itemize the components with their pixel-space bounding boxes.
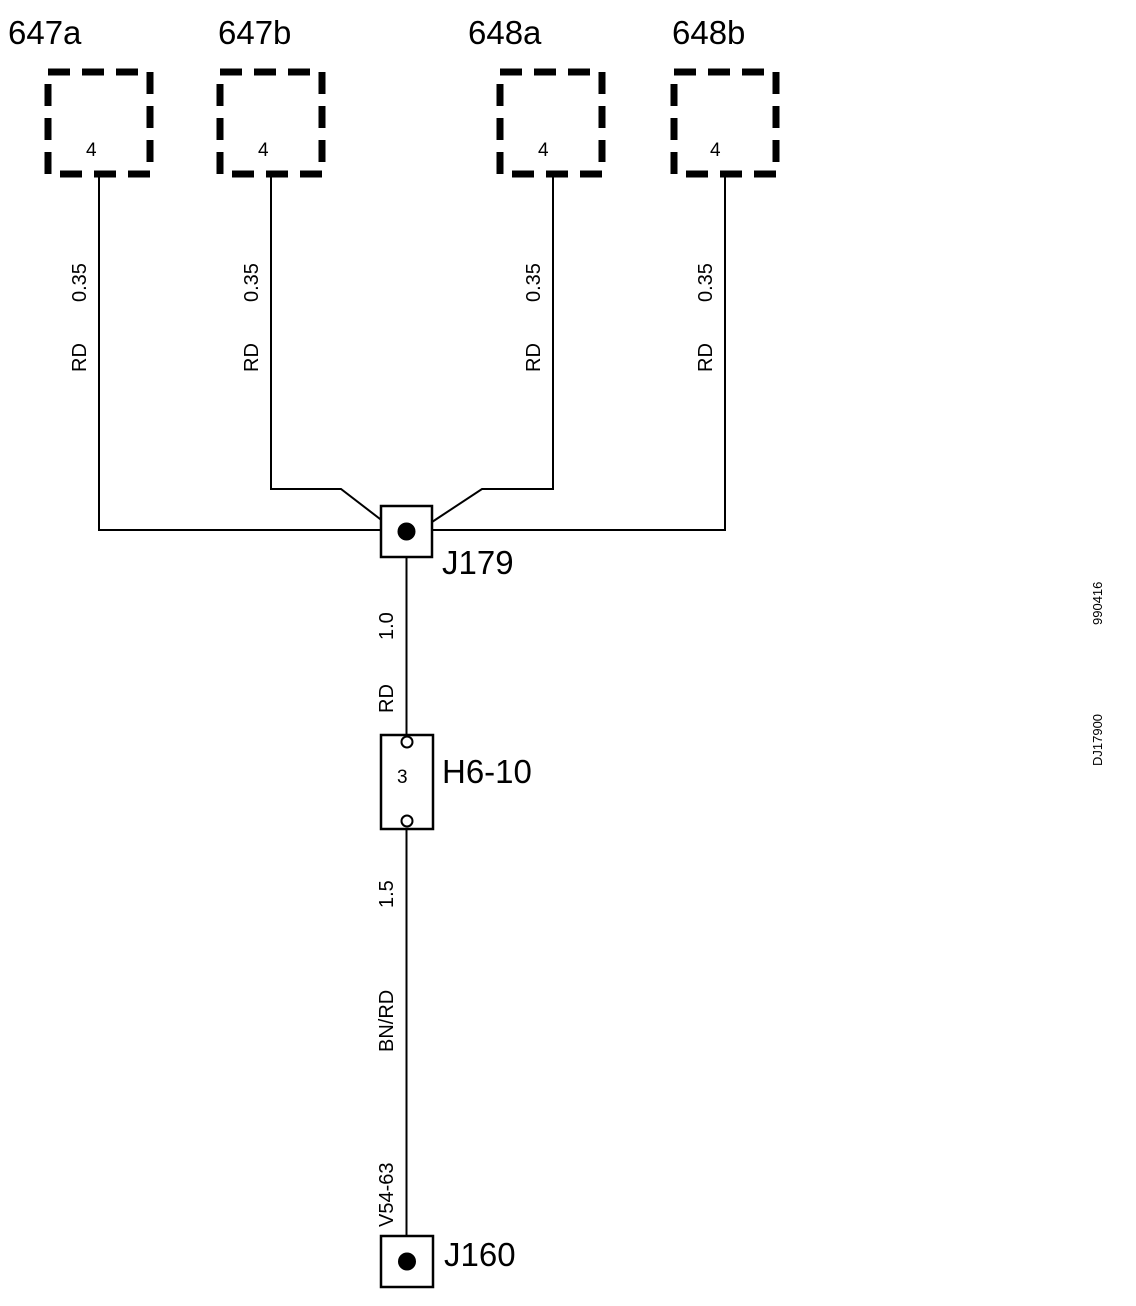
wire-trunk-lower-ref: V54-63 [376,1163,398,1228]
connector-648b-pin: 4 [710,140,721,161]
wire-648a [431,174,554,523]
wire-647b-size: 0.35 [241,263,263,302]
side-code-date: 990416 [1090,582,1105,625]
fuse-h6-10-box [379,733,435,831]
fuse-h6-10[interactable]: 3 H6-10 [379,733,532,831]
splice-j179-label: J179 [442,544,514,581]
fuse-h6-10-pin: 3 [397,767,408,788]
connector-648b-label: 648b [672,14,745,51]
connector-647a-pin: 4 [86,140,97,161]
wire-trunk-upper-size: 1.0 [376,612,398,640]
connector-647b-label: 647b [218,14,291,51]
connector-647b-box [216,68,326,178]
wire-647a-size: 0.35 [69,263,91,302]
wire-648b-size: 0.35 [695,263,717,302]
connector-648a-box [496,68,606,178]
wire-648b-color: RD [695,343,717,372]
wire-647a [98,174,384,531]
splice-j160-dot [398,1252,416,1271]
wire-647b [270,174,385,523]
splice-j160-label: J160 [444,1236,516,1273]
wire-648a-size: 0.35 [523,263,545,302]
wire-647b-color: RD [241,343,263,372]
wire-trunk-upper-color: RD [376,684,398,713]
fuse-h6-10-label: H6-10 [442,753,532,790]
wire-trunk-lower-color: BN/RD [376,990,398,1052]
side-code-drawing: DJ17900 [1090,714,1105,766]
connector-647a[interactable]: 647a 4 [8,14,154,178]
connector-648b[interactable]: 648b 4 [670,14,780,178]
wire-648a-color: RD [523,343,545,372]
splice-j160[interactable]: J160 [379,1234,516,1289]
connector-648a-pin: 4 [538,140,549,161]
connector-647a-label: 647a [8,14,82,51]
wire-trunk-lower-size: 1.5 [376,880,398,908]
splice-j179-dot [397,522,416,541]
connector-648a[interactable]: 648a 4 [468,14,606,178]
wire-648b [432,174,726,531]
connector-647a-box [44,68,154,178]
splice-j179[interactable]: J179 [379,504,514,581]
splice-j160-box [379,1234,435,1289]
connector-648a-label: 648a [468,14,542,51]
connector-648b-box [670,68,780,178]
wire-647a-color: RD [69,343,91,372]
connector-647b[interactable]: 647b 4 [216,14,326,178]
fuse-h6-10-terminal-bottom [400,814,414,828]
fuse-h6-10-terminal-top [400,735,414,749]
connector-647b-pin: 4 [258,140,269,161]
